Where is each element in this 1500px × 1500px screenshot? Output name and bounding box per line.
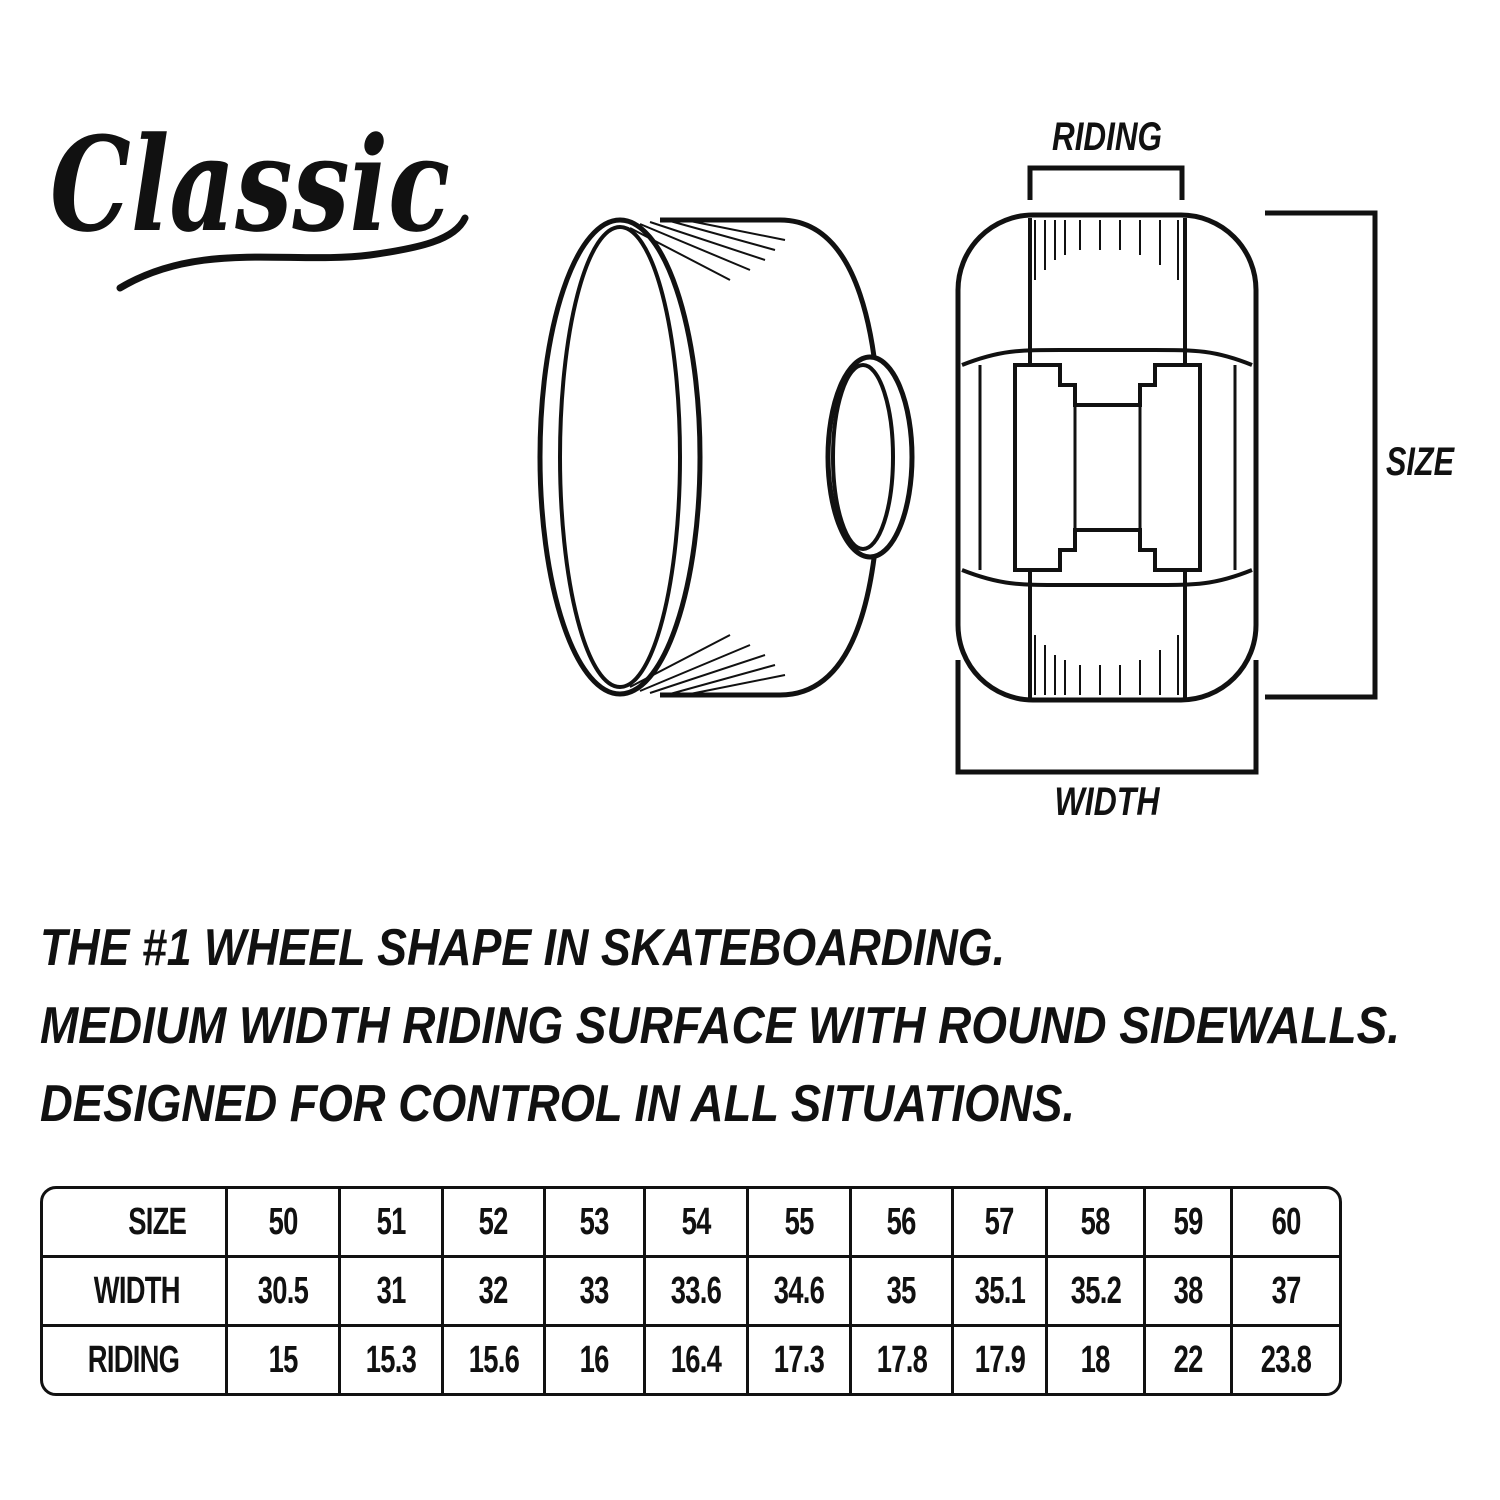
description: THE #1 WHEEL SHAPE IN SKATEBOARDING. MED… — [40, 919, 1400, 1133]
cell-value: 57 — [984, 1200, 1015, 1243]
table-cell: 56 — [852, 1189, 954, 1258]
logo-swoosh — [116, 214, 469, 292]
table-cell: 35.2 — [1048, 1258, 1146, 1327]
table-cell: 17.8 — [852, 1327, 954, 1393]
width-bracket — [955, 660, 1259, 775]
cell-value: 33.6 — [670, 1269, 722, 1312]
cell-value: 35.2 — [1070, 1269, 1121, 1312]
cell-value: 23.8 — [1260, 1338, 1312, 1381]
table-cell: 35.1 — [954, 1258, 1048, 1327]
table-cell: 60 — [1233, 1189, 1339, 1258]
cell-value: 15.3 — [365, 1338, 417, 1381]
cell-value: 34.6 — [773, 1269, 825, 1312]
cell-value: 60 — [1271, 1200, 1301, 1243]
cell-value: 59 — [1173, 1200, 1203, 1243]
table-row-width: WIDTH 30.5 31 32 33 33.6 34.6 35 35.1 35.2 38 37 — [43, 1258, 1339, 1327]
table-cell: 15 — [228, 1327, 341, 1393]
table-cell: 58 — [1048, 1189, 1146, 1258]
table-cell: 17.3 — [749, 1327, 852, 1393]
cell-value: 33 — [579, 1269, 610, 1312]
classic-logo: Classic — [50, 108, 469, 292]
riding-label: RIDING — [1052, 115, 1162, 159]
cell-value: 31 — [376, 1269, 406, 1312]
table-cell: 33.6 — [646, 1258, 749, 1327]
table-cell: 54 — [646, 1189, 749, 1258]
cell-value: 54 — [681, 1200, 711, 1243]
cell-value: 16 — [579, 1338, 610, 1381]
table-row-riding: RIDING 15 15.3 15.6 16 16.4 17.3 17.8 17.9 18 22 23… — [43, 1327, 1339, 1393]
table-cell: 52 — [444, 1189, 546, 1258]
table-cell: 33 — [546, 1258, 646, 1327]
cell-value: 37 — [1271, 1269, 1301, 1312]
logo-text: Classic — [50, 108, 450, 261]
cell-value: 17.9 — [974, 1338, 1025, 1381]
row-header: SIZE — [43, 1189, 228, 1258]
cell-value: 17.8 — [876, 1338, 927, 1381]
cell-value: 58 — [1080, 1200, 1111, 1243]
size-bracket — [1265, 210, 1378, 700]
table-cell: 38 — [1146, 1258, 1233, 1327]
riding-bracket — [1027, 165, 1185, 200]
table-cell: 15.6 — [444, 1327, 546, 1393]
table-cell: 32 — [444, 1258, 546, 1327]
cell-value: 50 — [268, 1200, 298, 1243]
table-row-size: SIZE 50 51 52 53 54 55 56 57 58 59 60 — [43, 1189, 1339, 1258]
cell-value: 55 — [784, 1200, 814, 1243]
cell-value: 53 — [579, 1200, 610, 1243]
table-cell: 51 — [341, 1189, 444, 1258]
table-cell: 55 — [749, 1189, 852, 1258]
description-line-1: THE #1 WHEEL SHAPE IN SKATEBOARDING. — [40, 919, 1005, 977]
table-cell: 16.4 — [646, 1327, 749, 1393]
table-cell: 16 — [546, 1327, 646, 1393]
cell-value: 51 — [376, 1200, 406, 1243]
cell-value: 30.5 — [257, 1269, 309, 1312]
table-cell: 53 — [546, 1189, 646, 1258]
table-cell: 18 — [1048, 1327, 1146, 1393]
row-header-text: RIDING — [87, 1338, 180, 1381]
row-header-text: WIDTH — [94, 1269, 181, 1312]
row-header: RIDING — [43, 1327, 228, 1393]
row-header: WIDTH — [43, 1258, 228, 1327]
description-line-2: MEDIUM WIDTH RIDING SURFACE WITH ROUND S… — [40, 997, 1400, 1055]
cell-value: 38 — [1173, 1269, 1203, 1312]
bearing-hole — [825, 354, 915, 560]
description-line-3: DESIGNED FOR CONTROL IN ALL SITUATIONS. — [40, 1075, 1075, 1133]
cell-value: 32 — [478, 1269, 509, 1312]
table-cell: 37 — [1233, 1258, 1339, 1327]
cell-value: 15 — [268, 1338, 298, 1381]
wheel-cross-section: RIDING SIZE WIDTH — [955, 115, 1455, 824]
table-cell: 35 — [852, 1258, 954, 1327]
wheel-side-view — [537, 217, 915, 698]
width-label: WIDTH — [1055, 780, 1161, 824]
table-cell: 15.3 — [341, 1327, 444, 1393]
cell-value: 35 — [886, 1269, 917, 1312]
core-hub — [1013, 363, 1202, 572]
table-cell: 17.9 — [954, 1327, 1048, 1393]
cell-value: 18 — [1080, 1338, 1111, 1381]
cell-value: 56 — [886, 1200, 917, 1243]
cell-value: 16.4 — [670, 1338, 722, 1381]
cell-value: 17.3 — [773, 1338, 825, 1381]
table-cell: 34.6 — [749, 1258, 852, 1327]
cell-value: 52 — [478, 1200, 509, 1243]
table-cell: 57 — [954, 1189, 1048, 1258]
table-cell: 31 — [341, 1258, 444, 1327]
table-cell: 30.5 — [228, 1258, 341, 1327]
cell-value: 15.6 — [468, 1338, 519, 1381]
row-header-text: SIZE — [127, 1200, 187, 1243]
table-cell: 59 — [1146, 1189, 1233, 1258]
size-label: SIZE — [1386, 440, 1455, 484]
table-cell: 22 — [1146, 1327, 1233, 1393]
cell-value: 22 — [1173, 1338, 1203, 1381]
cell-value: 35.1 — [974, 1269, 1025, 1312]
table-cell: 50 — [228, 1189, 341, 1258]
table-cell: 23.8 — [1233, 1327, 1339, 1393]
